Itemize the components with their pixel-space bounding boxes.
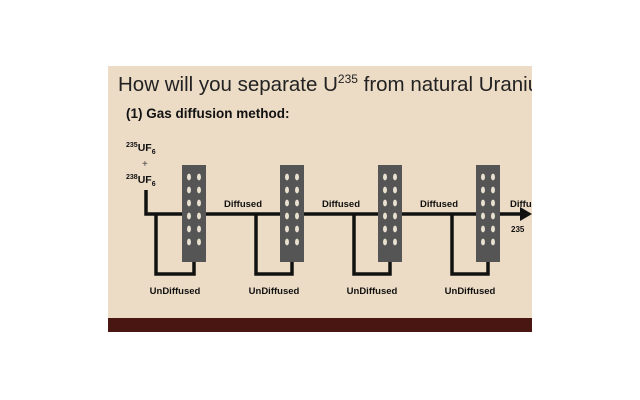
undiffused-label-2: UnDiffused [249,286,300,297]
barrier-stage-4 [476,165,500,262]
barrier-stage-3 [378,165,402,262]
title-suffix: from natural Uranium [363,72,532,96]
barrier-stage-1 [182,165,206,262]
title-prefix: How will you separate U [118,72,338,96]
undiffused-label-1: UnDiffused [150,286,201,297]
undiffused-loop-4 [450,214,490,276]
slide-bottom-bar [108,318,532,332]
undiffused-loop-3 [352,214,392,276]
gas-diffusion-diagram: 235UF6 + 238UF6 [126,142,532,297]
diffused-label-2: Diffused [322,199,360,210]
output-arrowhead [520,207,532,221]
input-238-label: 238UF6 [126,174,156,188]
slide: How will you separate U235 from natural … [108,66,532,332]
plus-sign: + [142,159,148,170]
diffused-label-1: Diffused [224,199,262,210]
method-subtitle: (1) Gas diffusion method: [126,106,290,121]
final-diffused-label: Diffu [510,199,532,210]
pipes [144,190,490,276]
feed-pipe [144,190,182,216]
undiffused-loop-1 [154,214,196,276]
undiffused-loop-2 [254,214,294,276]
barrier-stage-2 [280,165,304,262]
diffused-label-3: Diffused [420,199,458,210]
undiffused-label-3: UnDiffused [347,286,398,297]
slide-title: How will you separate U235 from natural … [118,72,532,97]
final-235-label: 235 [511,225,525,234]
undiffused-label-4: UnDiffused [445,286,496,297]
input-235-label: 235UF6 [126,142,156,156]
title-superscript: 235 [337,72,358,86]
